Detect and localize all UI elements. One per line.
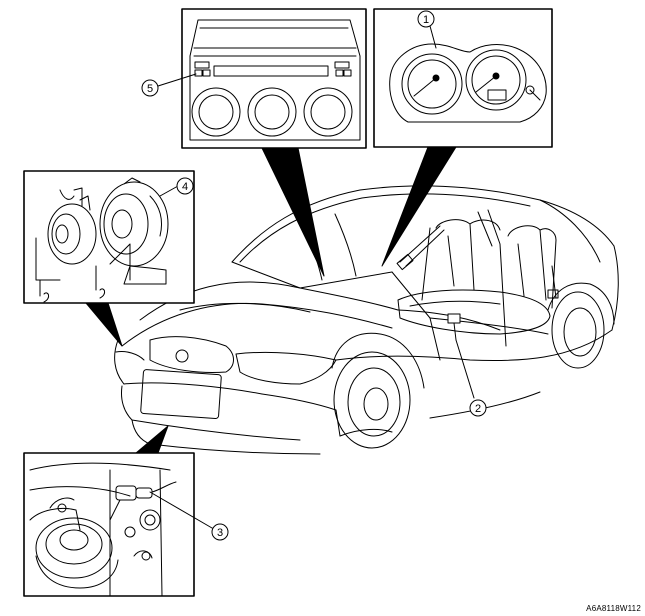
rear-seat-illustration — [396, 219, 559, 341]
inset-instrument-cluster — [373, 8, 553, 148]
callout-2-circle — [469, 399, 487, 417]
callout-number-5: 5 — [147, 83, 153, 95]
callout-2-leader — [455, 339, 475, 399]
callout-number-4: 4 — [182, 181, 188, 193]
callout-number-3: 3 — [217, 527, 223, 539]
inset-dashboard-switch-panel — [141, 8, 367, 149]
figure-reference-code: A6A8118W112 — [586, 604, 641, 613]
inset-pointers — [85, 146, 457, 454]
inset-horn-connector — [23, 452, 229, 597]
callout-number-1: 1 — [423, 14, 429, 26]
inset-horn — [23, 170, 195, 304]
callout-number-2: 2 — [475, 403, 481, 415]
